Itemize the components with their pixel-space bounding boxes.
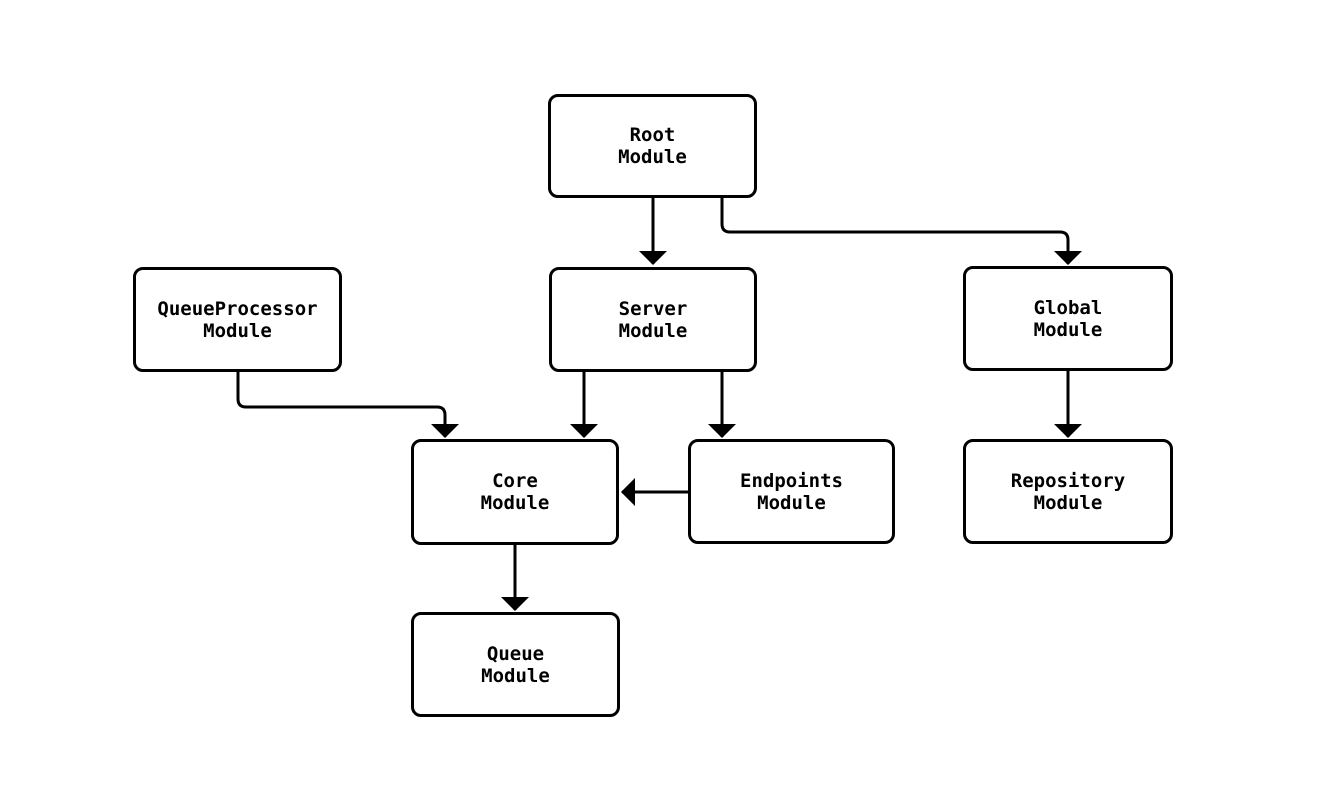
node-label-line2: Module [618,319,688,342]
node-server-module: Server Module [549,267,757,372]
node-endpoints-module: Endpoints Module [688,439,895,544]
node-label-line2: Module [1033,318,1103,341]
node-label-line1: Root [629,124,676,146]
node-label-line1: Endpoints [740,469,843,492]
node-repository-module: Repository Module [963,439,1173,544]
node-label-line1: Queue [486,642,545,665]
node-label-line2: Module [481,664,550,687]
node-label-line1: QueueProcessor [157,297,318,320]
node-queue-module: Queue Module [411,612,620,717]
node-label-line1: Server [618,297,688,320]
node-label-line2: Module [757,491,826,514]
edge-root-to-global [720,198,1082,265]
node-queueprocessor-module: QueueProcessor Module [133,267,342,372]
node-core-module: Core Module [411,439,619,545]
node-label-line1: Global [1033,296,1103,319]
node-label-line2: Module [480,492,550,514]
edge-queueprocessor-to-core [236,372,459,438]
node-global-module: Global Module [963,266,1173,371]
node-label-line1: Core [492,470,538,492]
node-label-line1: Repository [1010,469,1126,492]
node-label-line2: Module [1033,491,1103,514]
node-label-line2: Module [203,319,272,342]
node-root-module: Root Module [548,94,757,198]
node-label-line2: Module [618,146,687,168]
